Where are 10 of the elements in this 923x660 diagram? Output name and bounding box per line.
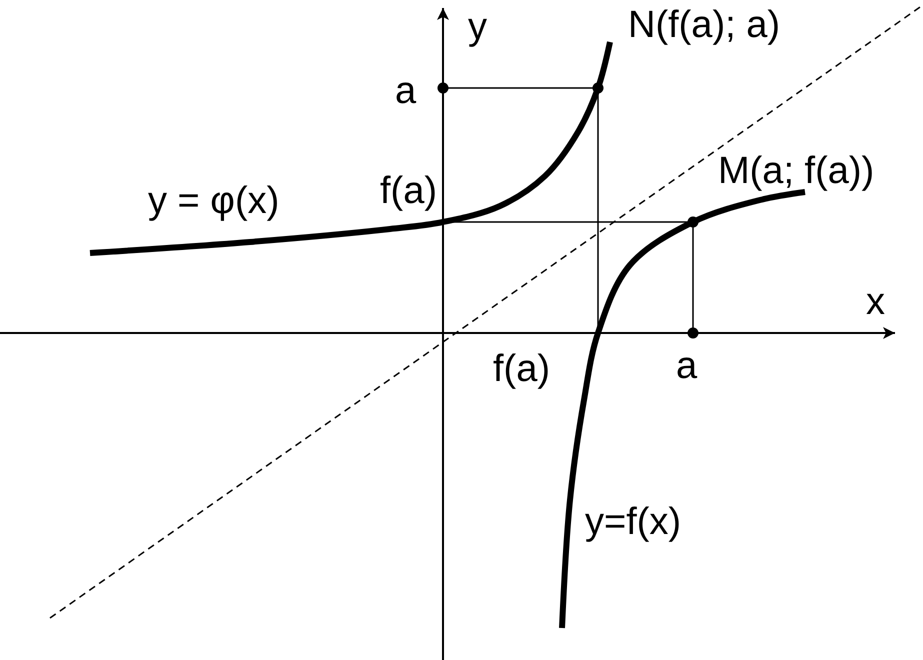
- axis-label: x: [866, 283, 885, 321]
- axis-label: M(a; f(a)): [718, 152, 874, 190]
- axis-label: y=f(x): [585, 503, 682, 541]
- axis-label: y: [468, 8, 487, 46]
- axis-label: y = φ(x): [148, 182, 280, 220]
- axis-label: a: [676, 347, 698, 385]
- axis-label: f(a): [493, 350, 550, 388]
- axis-label: N(f(a); a): [628, 6, 780, 44]
- axis-label: f(a): [380, 172, 437, 210]
- axis-label: a: [395, 72, 416, 110]
